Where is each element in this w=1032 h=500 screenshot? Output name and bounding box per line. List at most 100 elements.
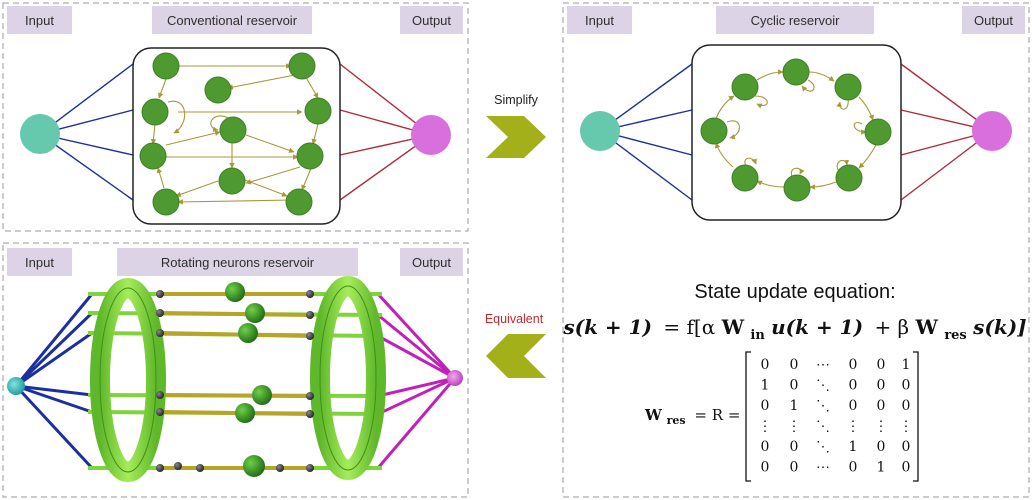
reservoir-neuron [204, 76, 232, 104]
reservoir-link [177, 199, 293, 205]
rotating-panel-border [2, 242, 469, 498]
matrix-cell: 0 [877, 357, 886, 373]
rod-bearings [156, 290, 314, 472]
matrix-cell: 1 [761, 378, 770, 394]
matrix-cell: 0 [849, 398, 858, 414]
simplify-arrow-group: Simplify [486, 93, 546, 158]
self-loop [754, 95, 768, 109]
matrix-cell: 1 [902, 357, 911, 373]
conventional-input-label: Input [25, 13, 54, 28]
conventional-links [150, 63, 319, 205]
matrix-cell: ⋱ [816, 439, 830, 455]
matrix-cell: 0 [790, 378, 799, 394]
rotating-ring-right [310, 276, 386, 480]
cyclic-output-label: Output [974, 13, 1013, 28]
input-spoke [15, 384, 93, 397]
cyclic-input-label: Input [585, 13, 614, 28]
output-spoke [376, 292, 457, 380]
matrix-cell: 0 [877, 439, 886, 455]
reservoir-link [175, 180, 219, 197]
output-spoke [377, 376, 456, 398]
matrix-cell: 0 [902, 460, 911, 476]
matrix-cell: 0 [902, 439, 911, 455]
rotating-output-node [447, 370, 463, 386]
matrix-cell: 0 [761, 357, 770, 373]
simplify-label: Simplify [494, 93, 539, 107]
rotating-title-box [117, 248, 358, 276]
output-spoke [377, 376, 456, 416]
output-spoke [377, 313, 456, 380]
rotating-neuron [238, 323, 258, 343]
cycle-neuron [731, 73, 759, 101]
rotating-title: Rotating neurons reservoir [161, 255, 315, 270]
rotating-input-node [7, 377, 25, 395]
equivalent-label: Equivalent [485, 312, 544, 326]
rotating-neuron [252, 385, 272, 405]
matrix-cell: ⋮ [846, 419, 860, 435]
state-update-equation: s(k + 1) = f[α W in u(k + 1) + β W res s… [562, 315, 1026, 344]
reservoir-link [167, 100, 186, 134]
conventional-input-label-box [7, 6, 72, 34]
eq-rhs-start: = f[α [663, 315, 715, 339]
conventional-neurons [139, 52, 332, 216]
rotating-neuron [235, 403, 255, 423]
rotating-output-label: Output [412, 255, 451, 270]
ring-left-edge [99, 287, 157, 473]
eq-w-in: W [721, 315, 745, 339]
conventional-output-label-box [400, 6, 463, 34]
cyclic-title: Cyclic reservoir [751, 13, 841, 28]
cyclic-input-label-box [567, 6, 632, 34]
self-loop [836, 98, 849, 110]
reservoir-neuron [152, 52, 180, 80]
input-node [580, 111, 620, 151]
matrix-cell: ⋮ [758, 419, 772, 435]
reservoir-link [158, 78, 167, 99]
matrix-cell: 0 [761, 398, 770, 414]
cyclic-title-box [716, 6, 874, 34]
reservoir-link [156, 167, 165, 189]
reservoir-neuron [285, 188, 313, 216]
cyclic-output-label-box [962, 6, 1025, 34]
cycle-neuron [834, 73, 862, 101]
matrix-cell: 1 [790, 398, 799, 414]
eq-u-term: u(k + 1) [771, 315, 863, 339]
reservoir-neuron [288, 52, 316, 80]
rotating-input-label-box [7, 248, 72, 276]
reservoir-link [301, 165, 313, 191]
reservoir-link [227, 74, 296, 90]
input-spoke [14, 384, 94, 470]
matrix-right-bracket [913, 351, 919, 482]
input-spoke [14, 293, 94, 387]
matrix-cell: 0 [790, 439, 799, 455]
cycle-link [756, 180, 785, 188]
rotating-output-spokes [376, 292, 457, 469]
simplify-arrow-icon [486, 116, 546, 158]
eq-w-in-sub: in [750, 328, 765, 343]
input-spoke [15, 384, 93, 414]
reservoir-link [244, 179, 288, 197]
matrix-cell: ⋱ [816, 378, 830, 394]
matrix-cell: 1 [849, 439, 858, 455]
self-loop [801, 79, 815, 92]
matrix-lhs-sub: res [667, 414, 686, 427]
cyclic-panel-border [562, 2, 1030, 498]
eq-plus-beta: + β [874, 315, 909, 339]
matrix-cell: 0 [902, 378, 911, 394]
cycle-neuron [782, 58, 810, 86]
reservoir-link [245, 166, 301, 185]
matrix-left-bracket [745, 351, 751, 482]
matrix-lhs-w: W [644, 406, 663, 424]
equation-title: State update equation: [694, 281, 895, 303]
matrix-cell: 0 [849, 357, 858, 373]
reservoir-neuron [139, 142, 167, 170]
reservoir-neuron [152, 188, 180, 216]
cycle-link [756, 69, 784, 81]
cycle-link [858, 144, 877, 169]
equivalent-arrow-icon [486, 334, 546, 378]
rotating-panel: Input Rotating neurons reservoir Output [2, 242, 469, 498]
eq-lhs: s(k + 1) [562, 315, 652, 339]
reservoir-link [150, 123, 157, 145]
